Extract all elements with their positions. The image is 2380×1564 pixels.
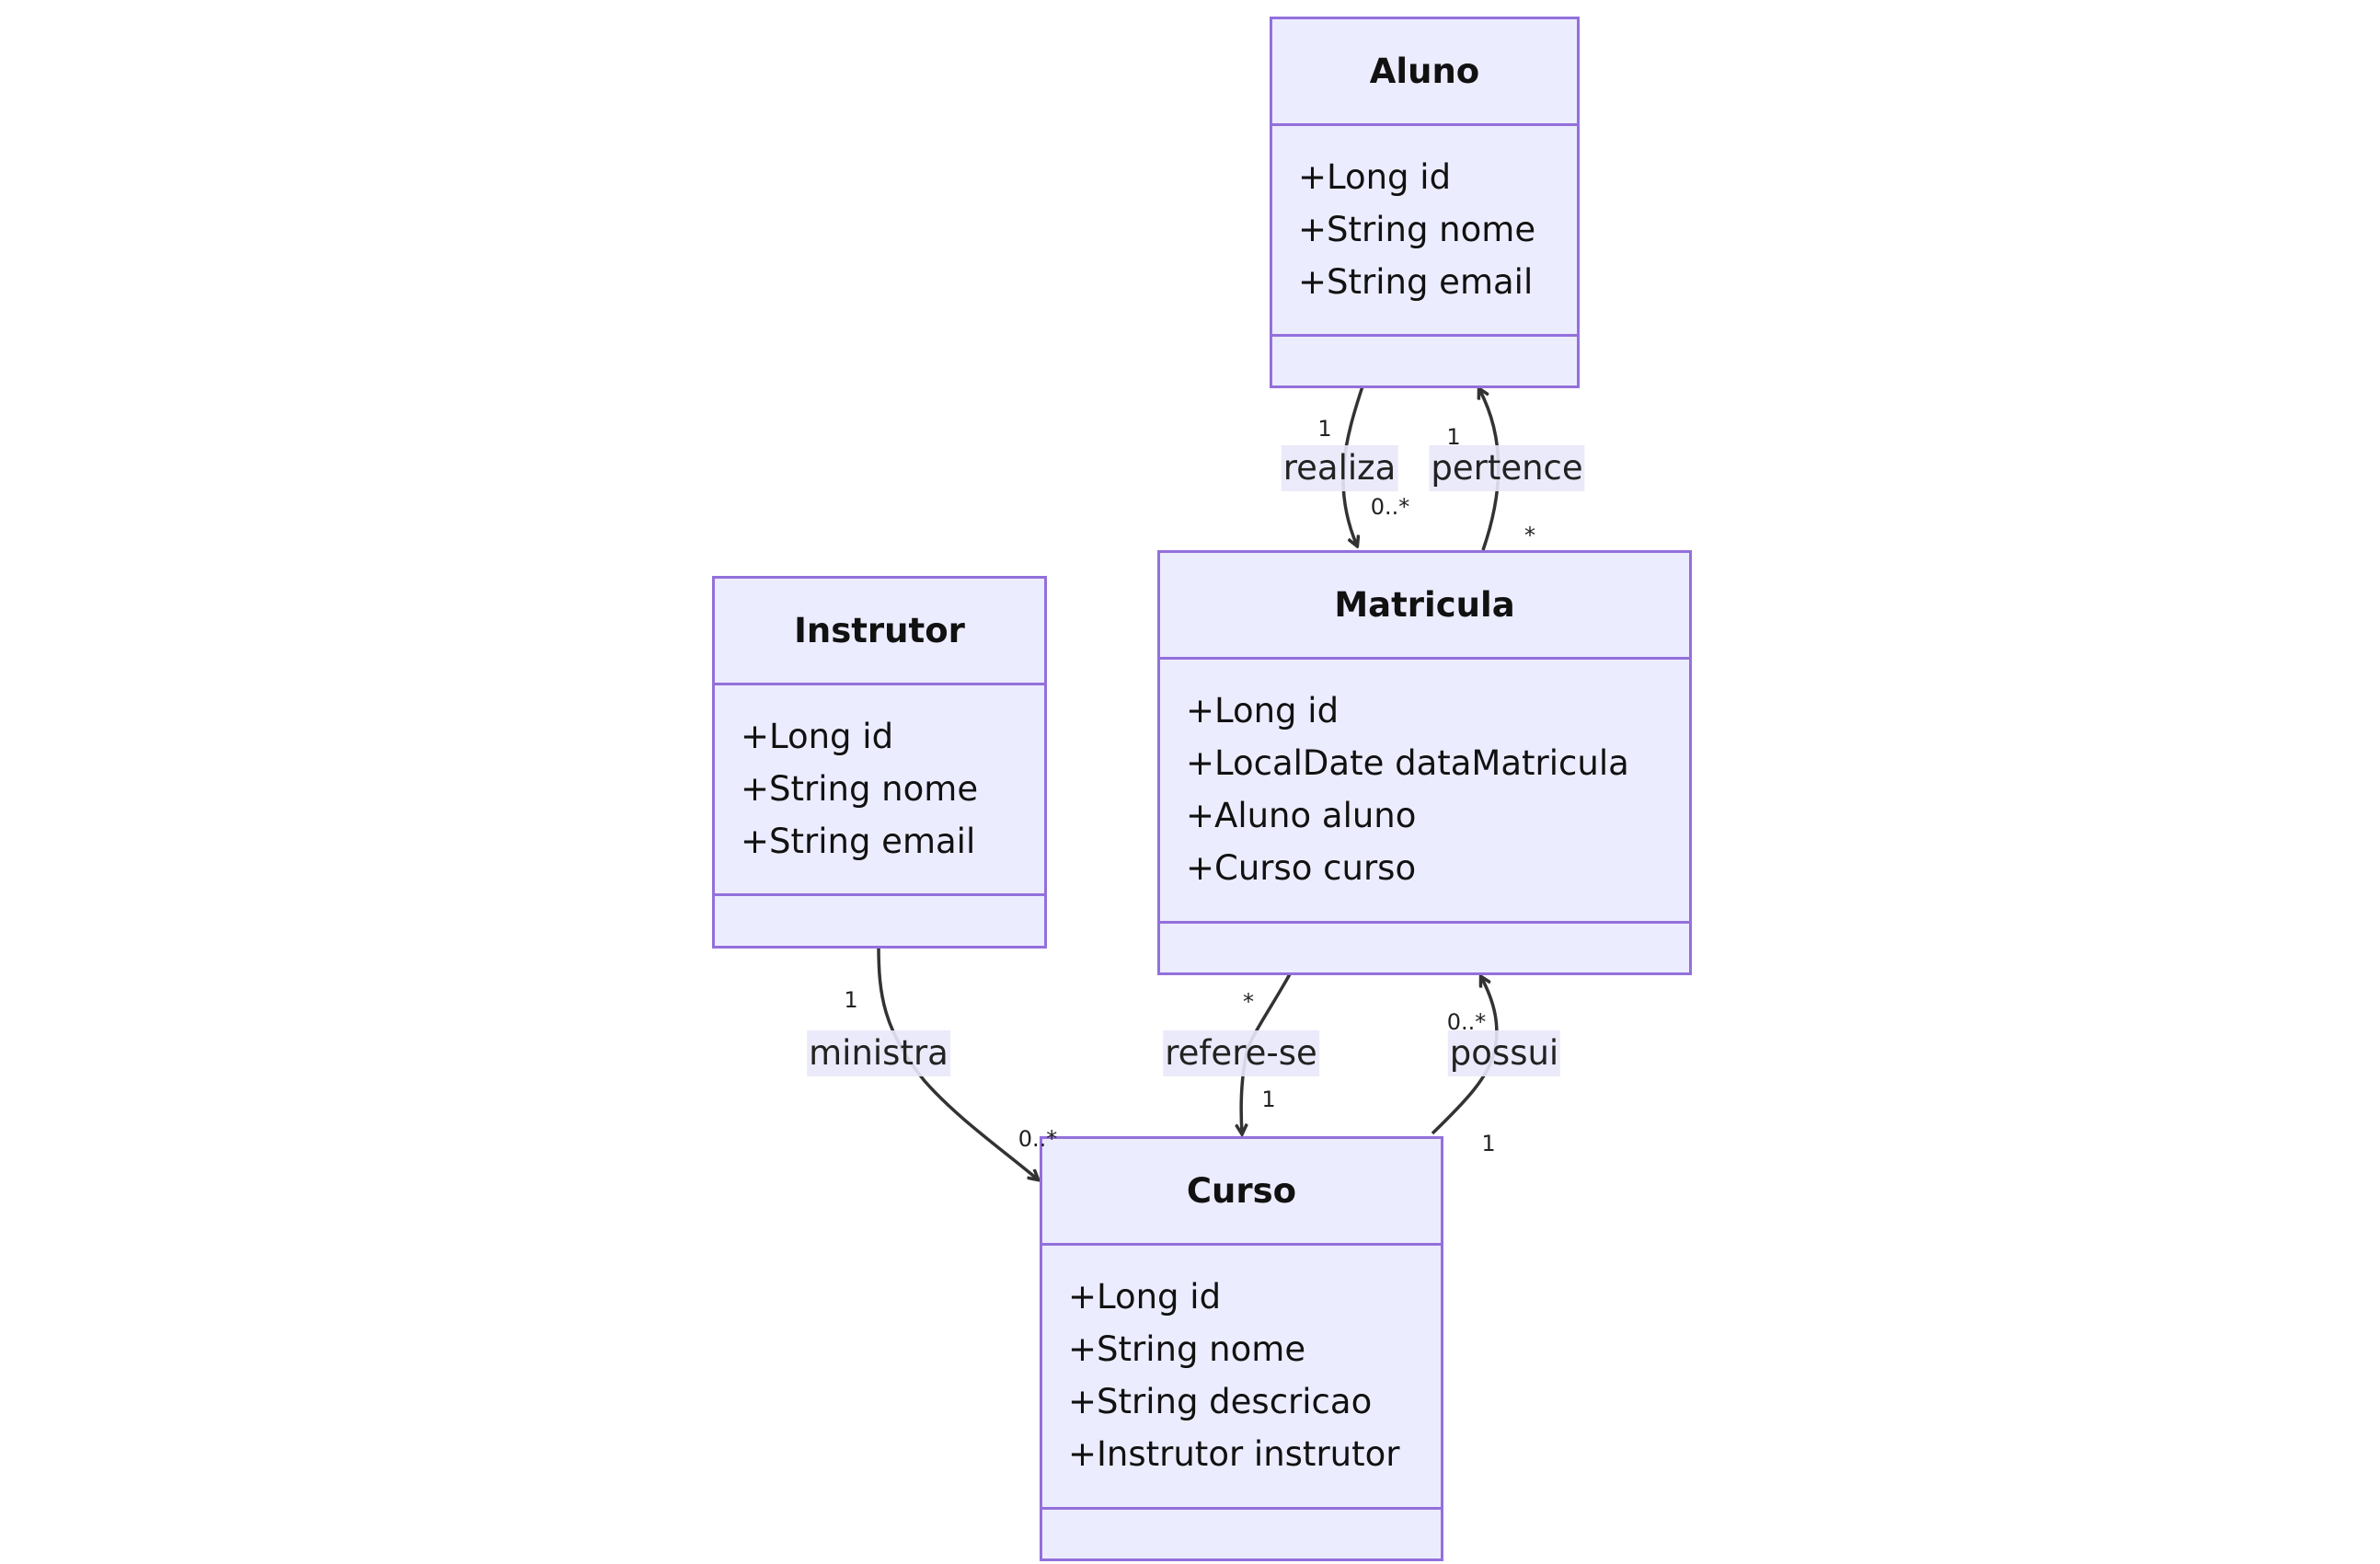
class-curso-name: Curso bbox=[1186, 1171, 1297, 1211]
class-instrutor-attributes: +Long id +String nome +String email bbox=[715, 685, 1044, 896]
attribute: +String email bbox=[741, 822, 976, 861]
relation-label-possui: possui bbox=[1447, 1030, 1561, 1076]
class-instrutor-header: Instrutor bbox=[715, 579, 1044, 685]
attribute: +Instrutor instrutor bbox=[1068, 1434, 1400, 1474]
class-matricula: Matricula +Long id +LocalDate dataMatric… bbox=[1157, 550, 1692, 975]
attribute: +Long id bbox=[1298, 157, 1452, 197]
relation-label-ministra: ministra bbox=[807, 1030, 950, 1076]
class-aluno-name: Aluno bbox=[1369, 52, 1480, 91]
attribute: +String email bbox=[1298, 262, 1534, 302]
class-aluno-attributes: +Long id +String nome +String email bbox=[1272, 126, 1577, 337]
multiplicity-realiza-to: 0..* bbox=[1370, 494, 1410, 520]
multiplicity-possui-to: 0..* bbox=[1446, 1009, 1487, 1035]
class-aluno-header: Aluno bbox=[1272, 19, 1577, 126]
attribute: +Aluno aluno bbox=[1186, 796, 1417, 835]
multiplicity-pertence-from: * bbox=[1524, 523, 1535, 548]
attribute: +Long id bbox=[741, 717, 894, 756]
relation-label-pertence: pertence bbox=[1429, 445, 1585, 491]
attribute: +Long id bbox=[1186, 691, 1339, 730]
class-matricula-attributes: +Long id +LocalDate dataMatricula +Aluno… bbox=[1160, 660, 1689, 924]
multiplicity-ministra-to: 0..* bbox=[1018, 1126, 1058, 1152]
attribute: +Long id bbox=[1068, 1277, 1222, 1317]
multiplicity-ministra-from: 1 bbox=[844, 987, 858, 1013]
class-aluno: Aluno +Long id +String nome +String emai… bbox=[1270, 17, 1580, 388]
class-curso: Curso +Long id +String nome +String desc… bbox=[1040, 1136, 1443, 1561]
class-matricula-name: Matricula bbox=[1334, 585, 1515, 625]
attribute: +LocalDate dataMatricula bbox=[1186, 743, 1629, 783]
multiplicity-refere-se-to: 1 bbox=[1261, 1087, 1276, 1112]
class-curso-header: Curso bbox=[1042, 1139, 1441, 1246]
class-instrutor-name: Instrutor bbox=[794, 611, 965, 650]
relation-label-refere-se: refere-se bbox=[1163, 1030, 1319, 1076]
multiplicity-refere-se-from: * bbox=[1243, 989, 1254, 1015]
attribute: +String nome bbox=[741, 769, 979, 809]
attribute: +String nome bbox=[1298, 210, 1536, 249]
multiplicity-pertence-to: 1 bbox=[1446, 424, 1461, 450]
class-curso-attributes: +Long id +String nome +String descricao … bbox=[1042, 1246, 1441, 1510]
attribute: +String nome bbox=[1068, 1329, 1306, 1369]
class-matricula-header: Matricula bbox=[1160, 553, 1689, 660]
relation-label-realiza: realiza bbox=[1281, 445, 1398, 491]
multiplicity-possui-from: 1 bbox=[1481, 1131, 1496, 1156]
multiplicity-realiza-from: 1 bbox=[1317, 416, 1332, 442]
edge-ministra bbox=[877, 945, 1038, 1179]
attribute: +Curso curso bbox=[1186, 848, 1417, 888]
class-instrutor: Instrutor +Long id +String nome +String … bbox=[712, 576, 1047, 949]
attribute: +String descricao bbox=[1068, 1382, 1373, 1421]
